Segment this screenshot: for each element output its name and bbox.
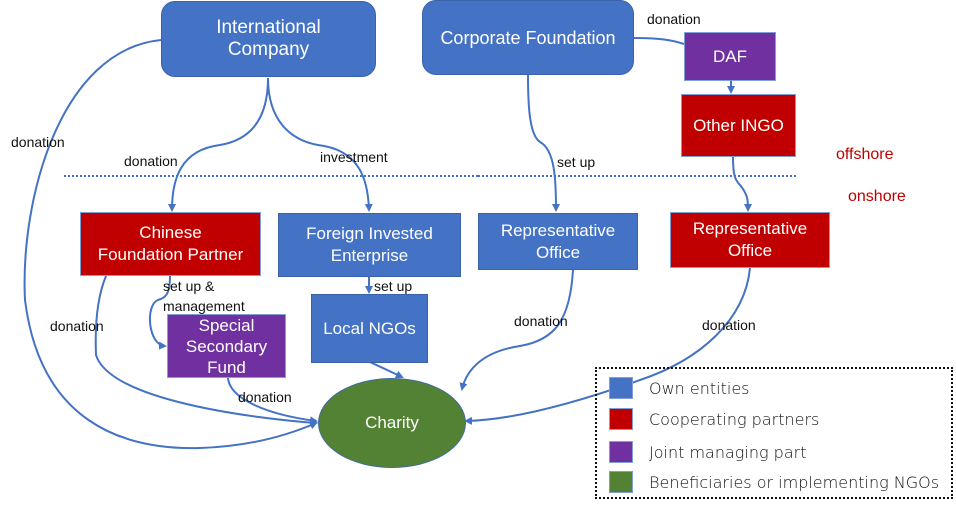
node-local-ngos[interactable]: Local NGOs [311,294,428,363]
legend-label: Joint managing part [649,442,807,462]
node-label: Foreign Invested Enterprise [306,224,433,265]
edge-ingo-ro [732,156,752,212]
legend-item-beneficiaries: Beneficiaries or implementing NGOs [609,468,939,496]
legend-swatch [609,377,633,399]
edge-label-cfp-charity: donation [50,318,104,334]
edge-label-ssf-charity: donation [238,389,292,405]
edge-ssf-charity [227,377,318,425]
legend-item-own-entities: Own entities [609,374,750,402]
offshore-onshore-divider [64,175,478,177]
edge-label-ro-partner-charity: donation [702,317,756,333]
edge-cfp-ssf [148,275,171,350]
edge-ic-fie [267,77,373,212]
node-daf[interactable]: DAF [684,32,776,81]
zone-label-offshore: offshore [836,146,894,163]
node-representative-office-partner[interactable]: Representative Office [670,212,830,268]
node-corporate-foundation[interactable]: Corporate Foundation [422,0,634,75]
legend-item-joint-managing-part: Joint managing part [609,438,806,466]
node-label: International Company [216,17,321,60]
edge-ic-charity [23,39,318,450]
node-label: DAF [713,46,747,66]
edge-label-ic-cfp: donation [124,153,178,169]
edge-cf-daf [631,37,685,45]
node-label: Charity [365,413,419,432]
edge-ro-partner-charity [464,267,751,425]
edge-label-fie-ngo: set up [374,278,413,294]
edge-ngo-charity [369,361,404,379]
node-foreign-invested-enterprise[interactable]: Foreign Invested Enterprise [278,213,461,277]
node-international-company[interactable]: International Company [161,1,376,77]
legend-label: Cooperating partners [649,409,820,429]
node-charity[interactable]: Charity [318,378,466,468]
legend-item-cooperating-partners: Cooperating partners [609,405,819,433]
edge-label-cf-ro: set up [557,154,596,170]
node-label: Representative Office [500,220,616,262]
edge-cf-ro [527,74,560,212]
edge-label-cf-daf: donation [647,11,701,27]
edge-label-cfp-ssf: set up & management [163,278,245,314]
offshore-onshore-divider-right [478,175,796,177]
node-label: Representative Office [692,219,808,260]
legend-swatch [609,471,633,493]
node-label: Other INGO [693,115,784,135]
node-label: Local NGOs [323,318,416,338]
edge-label-ic-charity: donation [11,134,65,150]
node-chinese-foundation-partner[interactable]: Chinese Foundation Partner [80,212,261,276]
edge-label-ro-own-charity: donation [514,313,568,329]
edge-cfp-charity [94,275,318,427]
node-other-ingo[interactable]: Other INGO [681,94,796,157]
legend-swatch [609,408,633,430]
legend-swatch [609,441,633,463]
node-label: Special Secondary Fund [185,315,268,377]
edge-ro-own-charity [459,269,574,391]
legend: Own entities Cooperating partners Joint … [595,367,953,499]
legend-label: Own entities [649,378,750,398]
legend-label: Beneficiaries or implementing NGOs [649,472,940,492]
edge-label-ic-fie: investment [320,149,388,165]
node-label: Chinese Foundation Partner [97,223,244,264]
node-special-secondary-fund[interactable]: Special Secondary Fund [167,314,286,378]
node-label: Corporate Foundation [440,27,616,48]
node-representative-office-own[interactable]: Representative Office [478,213,638,270]
edge-ic-cfp [168,77,269,212]
zone-label-onshore: onshore [848,188,906,205]
